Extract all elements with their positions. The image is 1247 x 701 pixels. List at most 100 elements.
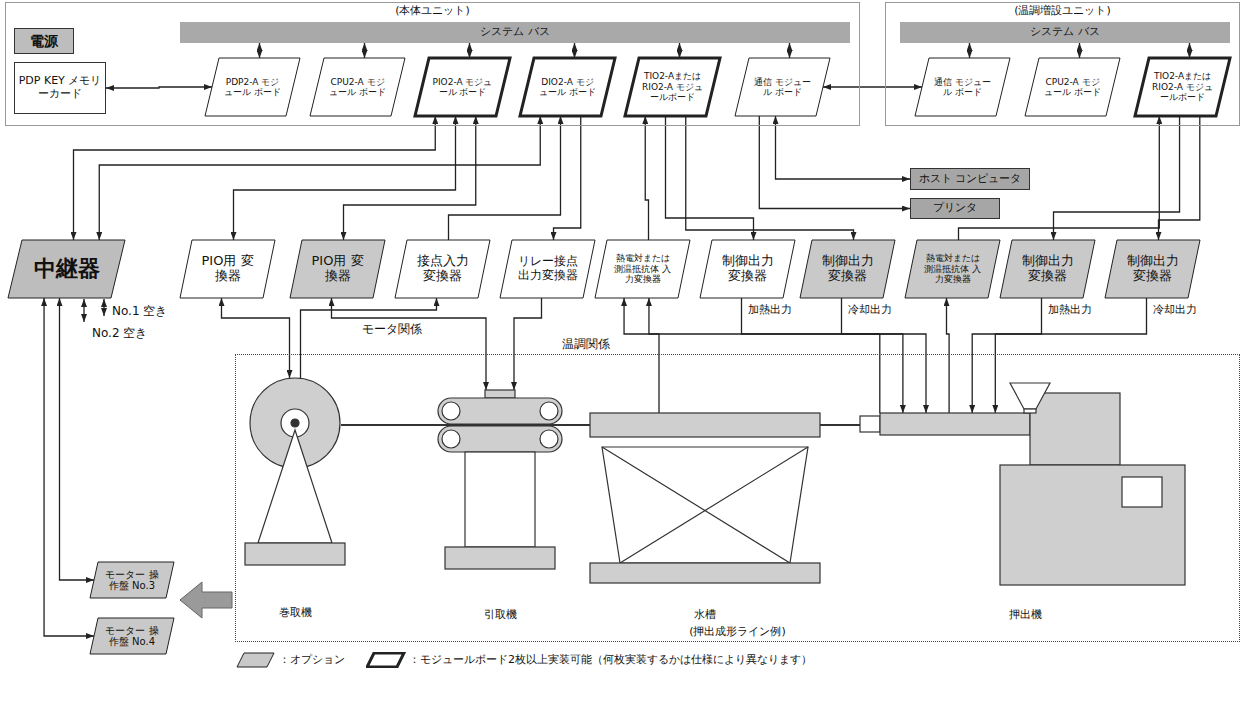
connector <box>364 43 365 58</box>
legend-item: ：モジュールボード2枚以上実装可能（何枚実装するかは仕様により異なります） <box>366 652 812 668</box>
converter-label: 熱電対または 測温抵抗体 入力変換器 <box>610 253 675 284</box>
machine-part <box>445 547 555 569</box>
module-board: TIO2-Aまたは RIO2-A モジュールボード <box>625 58 720 116</box>
connector <box>301 298 437 378</box>
host-box: ホスト コンピュータ <box>910 168 1030 190</box>
note-label: モータ関係 <box>360 322 424 336</box>
note-label: No.2 空き <box>90 326 149 340</box>
machine-part <box>880 413 1030 435</box>
host-label: ホスト コンピュータ <box>919 173 1022 186</box>
unit-title: (本体ユニット) <box>392 5 473 18</box>
machine-part <box>485 390 515 398</box>
board-shape <box>1025 58 1120 116</box>
signal-label: 加熱出力 <box>1046 303 1094 316</box>
connector <box>1054 116 1180 240</box>
signal-label: 冷却出力 <box>846 303 894 316</box>
connector <box>789 43 790 58</box>
flow-arrow <box>180 582 232 618</box>
tank-illustration <box>590 413 820 622</box>
line-frame: 巻取機引取機 水槽 押出機 (押出成形ライン例) <box>235 354 1240 642</box>
module-board: DIO2-A モジュール ボード <box>520 58 615 116</box>
note-label: 温調関係 <box>560 337 612 351</box>
motor-panel: モーター 操作盤 No.4 <box>90 618 174 654</box>
panel-label: モーター 操作盤 No.3 <box>101 569 163 592</box>
connector <box>947 298 950 413</box>
converter-box: PIO用 変換器 <box>180 240 275 298</box>
module-board: 通信 モジュール ボード <box>735 58 830 116</box>
connector <box>106 87 212 88</box>
board-label: 通信 モジュール ボード <box>752 77 813 98</box>
machine-part <box>1122 477 1162 507</box>
machine-figure: 押出機 <box>860 413 1190 622</box>
unit-title: (温調増設ユニット) <box>1011 5 1114 18</box>
motor-panel: モーター 操作盤 No.3 <box>90 562 174 598</box>
board-shape <box>800 240 895 298</box>
signal-label: 加熱出力 <box>746 303 794 316</box>
machine-part <box>438 398 562 424</box>
machine-part <box>1024 409 1036 413</box>
machine-part <box>602 447 808 563</box>
power-box: 電源 <box>14 28 74 54</box>
connector <box>259 43 260 58</box>
module-board: PIO2-A モジュール ボード <box>415 58 510 116</box>
board-shape <box>735 58 830 116</box>
legend-swatch <box>236 652 276 668</box>
machine-figure: 引取機 <box>430 390 570 622</box>
puller-illustration <box>430 390 570 622</box>
connector <box>1159 116 1200 240</box>
unit-frame: システム バス通信 モジュール ボードCPU2-A モジュール ボードTIO2-… <box>885 2 1240 126</box>
connector <box>759 116 910 209</box>
connector <box>969 43 970 58</box>
converter-label: 制御出力 変換器 <box>1120 254 1185 284</box>
board-shape <box>700 240 795 298</box>
connector <box>222 298 290 378</box>
board-shape <box>310 58 405 116</box>
power-label: 電源 <box>30 33 58 49</box>
machine-label: 水槽 <box>590 609 820 622</box>
extruder-illustration <box>860 413 1190 622</box>
connector <box>742 298 903 413</box>
connector <box>469 43 470 58</box>
system-bus: システム バス <box>180 22 850 43</box>
converter-box: 制御出力 変換器 <box>800 240 895 298</box>
connector <box>574 43 575 58</box>
board-shape <box>8 240 125 298</box>
converter-label: 熱電対または 測温抵抗体 入力変換器 <box>920 253 985 284</box>
machine-part <box>540 430 558 448</box>
relay-box: 中継器 <box>8 240 125 298</box>
connector <box>332 298 487 390</box>
note-label: No.1 空き <box>110 304 169 318</box>
line-caption: (押出成形ライン例) <box>686 626 789 639</box>
board-shape <box>905 240 1000 298</box>
converter-box: 制御出力 変換器 <box>1105 240 1200 298</box>
board-label: TIO2-Aまたは RIO2-A モジュールボード <box>1152 71 1213 102</box>
memory-card-label: PDP KEY メモリーカード <box>18 75 102 100</box>
machine-part <box>465 452 535 547</box>
machine-figure: 巻取機 <box>240 378 350 620</box>
machine-part <box>590 413 820 437</box>
machine-label: 引取機 <box>430 609 570 622</box>
module-board: CPU2-A モジュール ボード <box>1025 58 1120 116</box>
legend-swatch-shape <box>367 653 404 667</box>
connector <box>344 116 476 240</box>
connector <box>74 116 436 240</box>
converter-box: 熱電対または 測温抵抗体 入力変換器 <box>595 240 690 298</box>
legend-swatch-shape <box>237 653 274 667</box>
relay-label: 中継器 <box>34 256 100 281</box>
connector <box>514 298 542 390</box>
bus-label: システム バス <box>480 26 550 39</box>
winder-illustration <box>240 378 350 620</box>
board-shape <box>625 58 720 116</box>
connector <box>686 116 854 240</box>
board-label: CPU2-A モジュール ボード <box>327 77 388 98</box>
converter-box: 接点入力 変換器 <box>395 240 490 298</box>
converter-box: 熱電対または 測温抵抗体 入力変換器 <box>905 240 1000 298</box>
machine-part <box>442 430 460 448</box>
board-shape <box>1105 240 1200 298</box>
unit-frame: 電源システム バスPDP KEY メモリーカードPDP2-A モジュール ボード… <box>5 2 860 126</box>
converter-label: PIO用 変換器 <box>305 254 370 284</box>
connector <box>60 298 95 580</box>
board-shape <box>520 58 615 116</box>
machine-part <box>1030 393 1120 465</box>
